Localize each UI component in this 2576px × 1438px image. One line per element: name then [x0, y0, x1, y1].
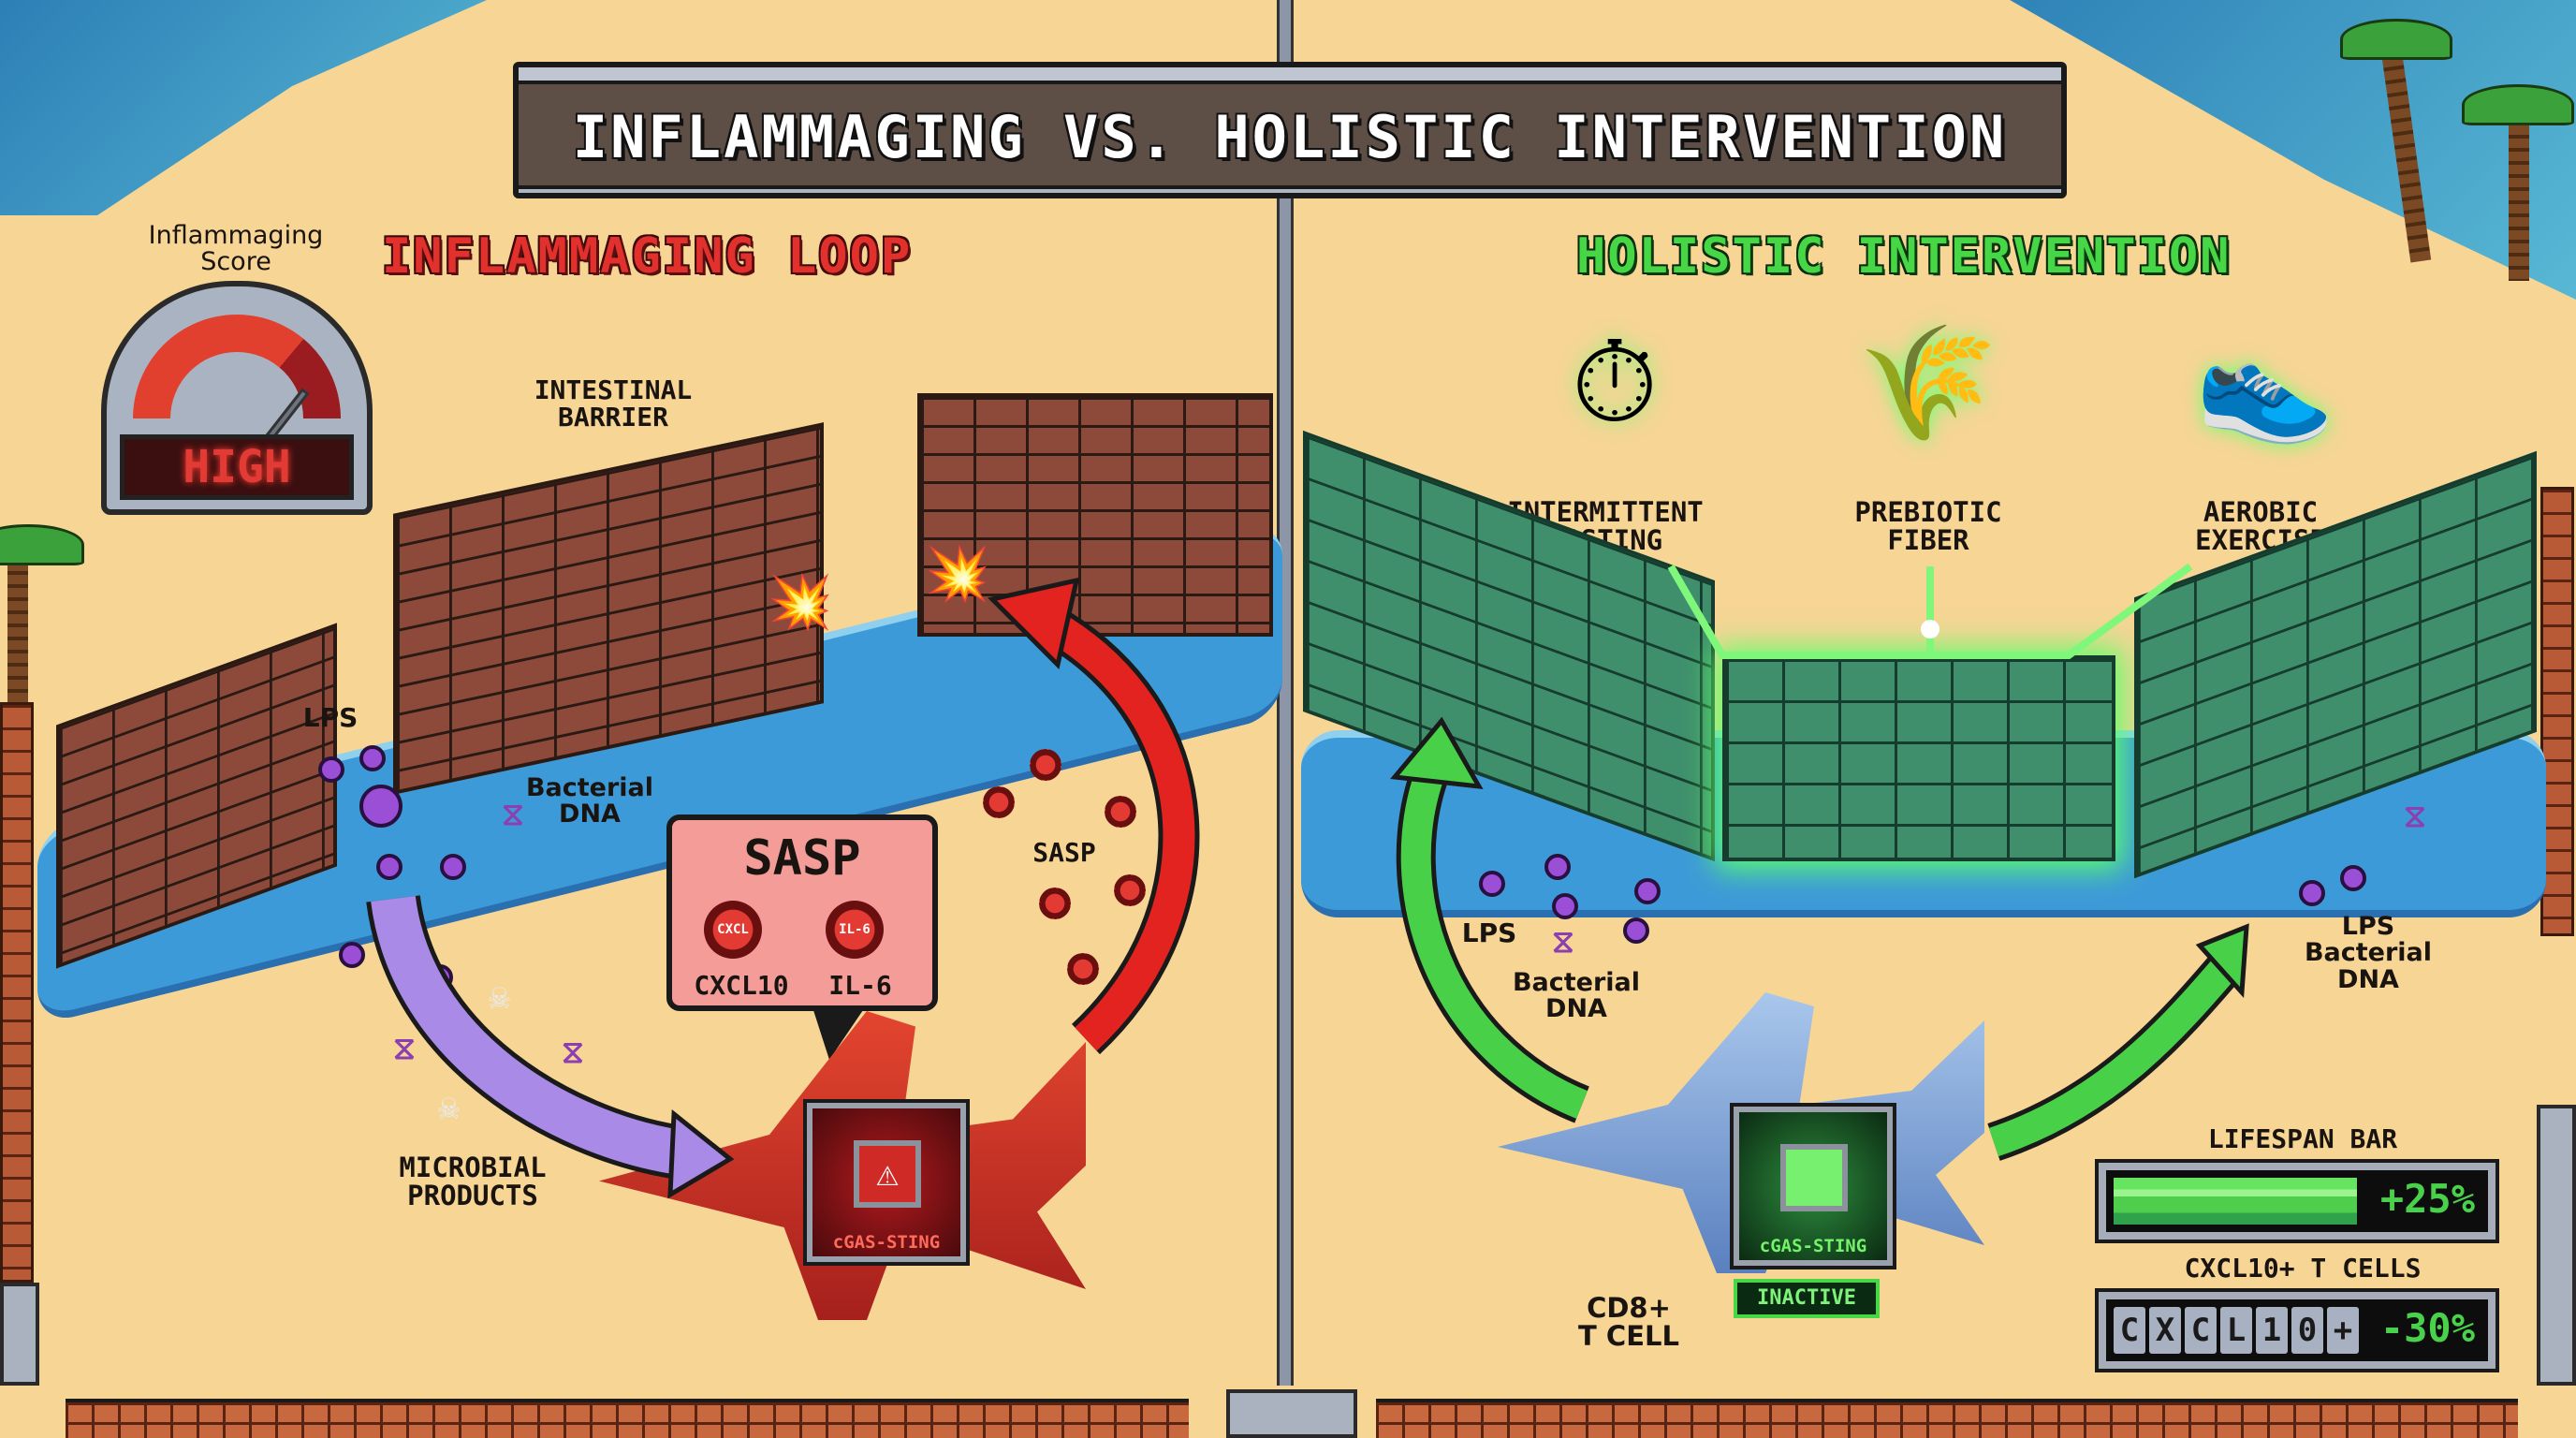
tile: L [2220, 1307, 2252, 1354]
tile: X [2149, 1307, 2181, 1354]
tile: + [2327, 1307, 2359, 1354]
lps-label-right-left: LPS [1461, 917, 1517, 948]
lifespan-value: +25% [2379, 1176, 2475, 1222]
inflammaging-loop-heading: INFLAMMAGING LOOP [382, 228, 913, 285]
dna-strand-icon: ⧖ [393, 1030, 416, 1067]
dna-strand-icon: ⧖ [562, 1034, 584, 1071]
right-metal-bracket [2537, 1105, 2576, 1386]
tile: C [2185, 1307, 2217, 1354]
left-metal-bracket [0, 1283, 39, 1386]
cd8-t-cell-label: CD8+ T CELL [1578, 1292, 1679, 1353]
left-brick-column [0, 702, 34, 1283]
bottom-brick-strip-left [66, 1399, 1189, 1438]
il6-label: IL-6 [828, 970, 892, 1001]
tile: 0 [2291, 1307, 2323, 1354]
palm-leaves-icon [2340, 19, 2452, 60]
holistic-intervention-heading: HOLISTIC INTERVENTION [1576, 228, 2232, 285]
sasp-cytokine-icon [1030, 749, 1061, 781]
lifespan-bar-fill [2114, 1178, 2357, 1225]
palm-leaves-icon [2462, 84, 2574, 125]
right-brick-column [2540, 487, 2574, 936]
bacterial-dna-label-left: Bacterial DNA [525, 773, 654, 829]
lps-bacterial-dna-label-right: LPS Bacterial DNA [2304, 912, 2433, 994]
sasp-cytokine-icon [1067, 953, 1099, 985]
lps-particle [1623, 917, 1649, 944]
palm-tree-icon [7, 562, 28, 702]
sasp-cytokine-icon [1105, 796, 1136, 828]
wheat-leaf-icon: 🌾 [1858, 318, 1998, 448]
cxcl10-t-cells-title: CXCL10+ T CELLS [2184, 1253, 2422, 1284]
cxcl10-value: -30% [2379, 1305, 2475, 1351]
lps-label-left: LPS [302, 702, 359, 733]
lps-particle [1552, 893, 1578, 919]
dna-strand-icon: ⧖ [2404, 798, 2426, 835]
red-arrowhead-icon [988, 577, 1080, 669]
lps-particle [2340, 865, 2366, 891]
lps-particle [359, 785, 402, 828]
palm-tree-icon [2509, 112, 2529, 281]
green-arrowhead-icon [2195, 923, 2249, 999]
purple-arrowhead-icon [667, 1108, 735, 1199]
sasp-cytokine-icon [1114, 874, 1146, 906]
dna-strand-icon: ⧖ [1552, 923, 1574, 961]
lps-particle [2299, 880, 2325, 906]
connector-spark-icon [1921, 620, 1939, 638]
inactive-status-badge: INACTIVE [1734, 1279, 1880, 1318]
cxcl10-label: CXCL10 [694, 970, 789, 1001]
il6-virus-icon: IL-6 [826, 901, 884, 959]
sasp-side-label: SASP [1032, 837, 1096, 868]
cgas-sting-chip-inactive: cGAS-STING [1730, 1103, 1896, 1269]
intervention-connector-lines [1667, 563, 2193, 659]
lps-particle [376, 854, 402, 880]
cgas-sting-chip-active: ⚠ cGAS-STING [803, 1099, 970, 1266]
lifespan-bar-title: LIFESPAN BAR [2207, 1123, 2398, 1154]
bacterial-dna-label-right-left: Bacterial DNA [1512, 968, 1641, 1024]
sasp-bubble-title: SASP [743, 830, 861, 887]
running-shoe-heart-icon: 👟 [2195, 318, 2335, 448]
cgas-sting-label-right: cGAS-STING [1759, 1236, 1867, 1256]
cgas-sting-label-left: cGAS-STING [832, 1232, 941, 1253]
center-divider [1277, 0, 1294, 1386]
chip-core-icon [1780, 1144, 1848, 1211]
sasp-cytokine-icon [1039, 888, 1071, 919]
lps-particle [339, 942, 365, 968]
score-value: HIGH [120, 434, 354, 500]
page-title: INFLAMMAGING VS. HOLISTIC INTERVENTION [572, 103, 2008, 171]
warning-icon: ⚠ [854, 1140, 921, 1208]
skull-icon: ☠ [438, 1086, 460, 1127]
intervention-label-fiber: PREBIOTIC FIBER [1854, 496, 2002, 557]
cxcl10-virus-icon: CXCL [704, 901, 762, 959]
title-sign: INFLAMMAGING VS. HOLISTIC INTERVENTION [513, 62, 2067, 198]
inflammaging-score-label: Inflammaging Score [148, 221, 324, 277]
palm-leaves-icon [0, 524, 84, 565]
microbial-products-label: MICROBIAL PRODUCTS [399, 1152, 547, 1212]
winged-stopwatch-icon: ⏱ [1571, 318, 1659, 448]
bottom-brick-strip-right [1376, 1399, 2518, 1438]
intestinal-barrier-label: INTESTINAL BARRIER [534, 374, 693, 433]
sasp-cytokine-icon [983, 786, 1015, 818]
lps-particle [1479, 871, 1505, 897]
tile: 1 [2256, 1307, 2288, 1354]
lps-particle [359, 745, 386, 771]
explosion-icon: 💥 [925, 544, 990, 605]
skull-icon: ☠ [489, 976, 510, 1017]
sasp-speech-bubble: SASP CXCL IL-6 CXCL10 IL-6 [666, 814, 938, 1060]
lps-particle [1634, 878, 1661, 904]
inflammaging-gauge: HIGH [101, 281, 373, 522]
lifespan-bar: +25% [2095, 1159, 2499, 1243]
explosion-icon: 💥 [768, 572, 833, 633]
bottom-center-bracket [1226, 1389, 1357, 1438]
tile: C [2114, 1307, 2145, 1354]
dna-strand-icon: ⧖ [502, 796, 524, 833]
intestinal-barrier-wall-right [917, 393, 1273, 637]
lps-particle [318, 756, 344, 783]
lps-particle [440, 854, 466, 880]
green-arrowhead-icon [1390, 716, 1484, 790]
lps-particle [1544, 854, 1571, 880]
